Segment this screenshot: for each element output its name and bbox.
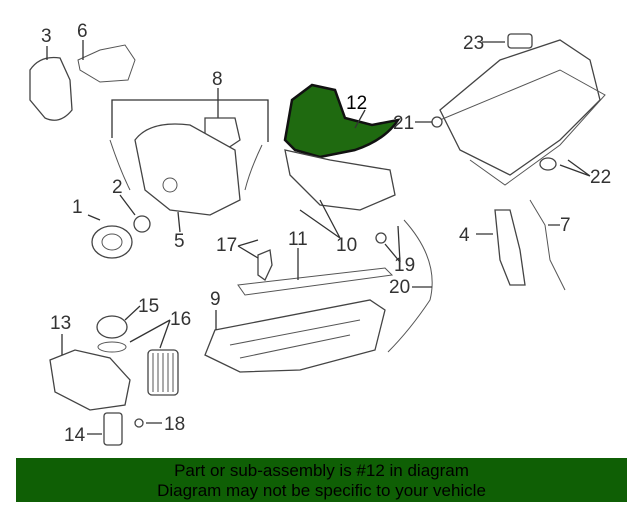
part-6[interactable] — [77, 44, 136, 83]
part-18[interactable] — [134, 418, 144, 428]
callout-8: 8 — [212, 69, 223, 90]
part-12-highlighted[interactable] — [283, 83, 401, 159]
part-4[interactable] — [494, 209, 526, 286]
banner-line-2: Diagram may not be specific to your vehi… — [157, 481, 486, 500]
part-info-banner: Part or sub-assembly is #12 in diagram D… — [16, 458, 627, 502]
callout-9: 9 — [210, 289, 221, 310]
callout-13: 13 — [50, 313, 71, 334]
part-14[interactable] — [103, 412, 123, 446]
banner-line-1: Part or sub-assembly is #12 in diagram — [174, 461, 469, 480]
part-20[interactable] — [387, 219, 433, 353]
callout-16: 16 — [170, 309, 191, 330]
callout-14: 14 — [64, 425, 86, 446]
callout-11: 11 — [288, 229, 308, 250]
part-2[interactable] — [133, 215, 151, 233]
part-15[interactable] — [96, 315, 128, 339]
part-3[interactable] — [29, 56, 73, 121]
part-23[interactable] — [439, 39, 601, 176]
callout-3: 3 — [41, 26, 52, 47]
callout-6: 6 — [77, 21, 88, 42]
callout-15: 15 — [138, 296, 159, 317]
part-5[interactable] — [134, 123, 241, 216]
part-10[interactable] — [284, 149, 396, 211]
callout-20: 20 — [389, 277, 410, 298]
callout-22: 22 — [590, 167, 611, 188]
callout-1: 1 — [72, 197, 83, 218]
callout-7: 7 — [560, 215, 571, 236]
callout-12: 12 — [346, 93, 367, 114]
callout-21: 21 — [393, 113, 414, 134]
callout-18: 18 — [164, 414, 185, 435]
callout-2: 2 — [112, 177, 123, 198]
part-22[interactable] — [439, 69, 606, 186]
callout-19: 19 — [394, 255, 415, 276]
part-13[interactable] — [49, 349, 131, 411]
part-9[interactable] — [204, 299, 386, 373]
part-7[interactable] — [529, 199, 566, 291]
callout-23: 23 — [463, 33, 484, 54]
parts-diagram: 1 2 3 4 5 6 7 8 9 10 11 12 13 14 15 16 1… — [29, 21, 611, 446]
callout-17: 17 — [216, 235, 237, 256]
callout-4: 4 — [459, 225, 470, 246]
part-1[interactable] — [91, 225, 133, 259]
callout-10: 10 — [336, 235, 357, 256]
part-11[interactable] — [237, 267, 394, 296]
callout-5: 5 — [174, 231, 185, 252]
part-17[interactable] — [257, 249, 273, 281]
